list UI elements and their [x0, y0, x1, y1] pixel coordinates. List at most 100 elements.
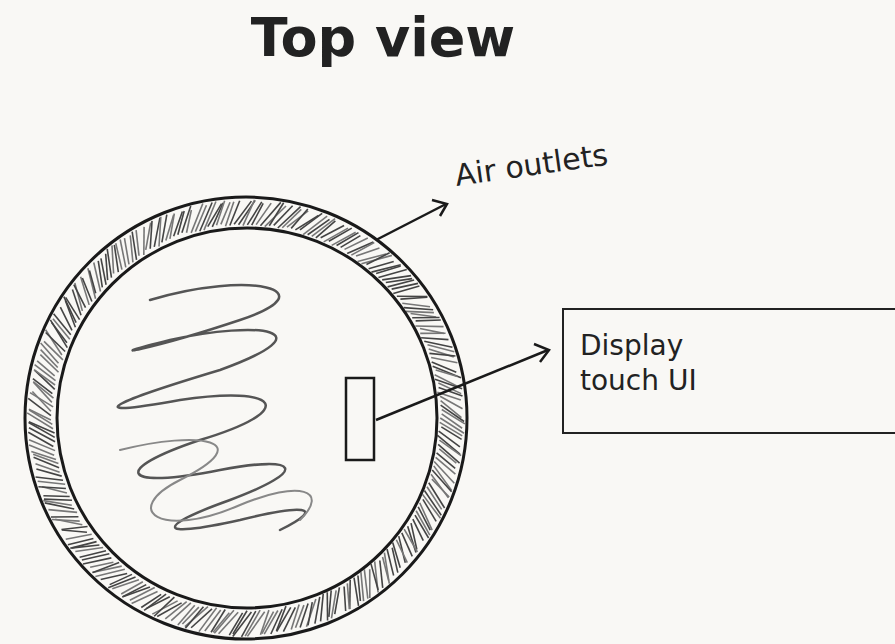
hatch-stroke: [371, 564, 378, 590]
hatch-stroke: [402, 303, 430, 306]
hatch-stroke: [64, 297, 76, 323]
hatch-stroke: [226, 202, 234, 226]
hatch-stroke: [321, 594, 324, 621]
hatch-stroke: [356, 248, 379, 256]
hatch-stroke: [296, 605, 304, 628]
hatch-stroke: [431, 357, 457, 362]
hatch-stroke: [416, 319, 441, 321]
hatch-stroke: [380, 560, 383, 587]
hatch-stroke: [411, 314, 437, 317]
hatch-stroke: [38, 481, 65, 484]
display-panel: [346, 378, 374, 460]
hatch-stroke: [136, 230, 139, 256]
hatch-stroke: [36, 477, 63, 480]
hatch-stroke: [124, 238, 129, 264]
hatch-stroke: [393, 286, 419, 293]
hatch-stroke: [66, 297, 80, 319]
hatch-stroke: [44, 499, 72, 500]
hatch-stroke: [217, 201, 225, 226]
hatch-stroke: [35, 464, 59, 472]
hatch-stroke: [36, 469, 61, 476]
hatch-stroke: [260, 610, 268, 635]
callout-box: Display touch UI: [562, 308, 895, 434]
hatch-stroke: [308, 219, 330, 234]
leader-line: [376, 350, 548, 420]
hatch-stroke: [101, 258, 106, 284]
hatch-stroke: [366, 253, 389, 265]
hatch-stroke: [29, 410, 52, 424]
hatch-stroke: [44, 341, 63, 360]
hatch-stroke: [154, 218, 160, 247]
hatch-stroke: [106, 254, 108, 280]
surface-scribble: [120, 440, 312, 521]
hatch-stroke: [324, 228, 348, 242]
hatch-stroke: [415, 325, 443, 327]
part-label: Air outlets: [453, 137, 610, 193]
hatch-stroke: [264, 611, 278, 635]
hatch-stroke: [404, 308, 433, 310]
hatch-stroke: [412, 317, 439, 319]
hatch-stroke: [436, 370, 458, 377]
hatch-stroke: [423, 499, 436, 521]
title: Top view: [0, 6, 766, 71]
hatch-stroke: [233, 611, 247, 634]
hatch-stroke: [347, 583, 349, 609]
hatch-stroke: [331, 590, 336, 618]
hatch-stroke: [431, 474, 448, 498]
hatch-stroke: [29, 409, 51, 420]
leader-arrowhead: [432, 200, 447, 216]
hatch-stroke: [439, 449, 456, 463]
hatch-stroke: [441, 427, 461, 439]
hatch-stroke: [38, 487, 66, 489]
hatch-stroke: [31, 451, 56, 459]
hatch-stroke: [90, 562, 113, 567]
hatch-stroke: [52, 520, 80, 522]
hatch-stroke: [33, 382, 53, 399]
hatch-stroke: [295, 215, 318, 229]
hatch-stroke: [341, 236, 361, 248]
hatch-stroke: [29, 445, 54, 455]
hatch-stroke: [344, 587, 346, 611]
hatch-stroke: [29, 423, 55, 438]
hatch-stroke: [40, 355, 58, 373]
hatch-stroke: [48, 510, 77, 513]
air-outlet-hatching: [27, 200, 465, 637]
hatch-stroke: [221, 202, 230, 224]
hatch-stroke: [404, 529, 417, 552]
hatch-stroke: [420, 332, 445, 334]
hatch-stroke: [143, 227, 145, 255]
hatch-stroke: [329, 590, 331, 617]
hatch-stroke: [308, 602, 312, 625]
hatch-stroke: [61, 526, 87, 529]
leader-arrowhead: [534, 344, 549, 362]
hatch-stroke: [43, 495, 69, 497]
hatch-stroke: [245, 610, 260, 636]
hatch-stroke: [361, 572, 364, 601]
hatch-stroke: [239, 200, 256, 224]
hatch-stroke: [421, 338, 448, 340]
hatch-stroke: [442, 414, 462, 428]
hatch-stroke: [429, 483, 445, 508]
hatch-stroke: [141, 594, 161, 607]
hatch-stroke: [43, 501, 72, 506]
hatch-stroke: [159, 217, 161, 247]
hatch-stroke: [383, 557, 389, 581]
hatch-stroke: [369, 569, 371, 598]
hatch-stroke: [400, 297, 427, 299]
hatch-stroke: [438, 444, 459, 463]
hatch-stroke: [75, 548, 103, 552]
hatch-stroke: [82, 554, 109, 560]
hatch-stroke: [37, 361, 55, 376]
hatch-stroke: [130, 235, 133, 262]
hatch-stroke: [230, 201, 240, 226]
hatch-stroke: [182, 206, 191, 233]
hatch-stroke: [66, 534, 92, 539]
hatch-stroke: [80, 551, 106, 557]
hatch-stroke: [326, 592, 328, 620]
hatch-stroke: [150, 221, 152, 249]
hatch-stroke: [332, 232, 356, 245]
hatch-stroke: [68, 539, 94, 545]
hatch-stroke: [434, 466, 452, 491]
hatch-stroke: [312, 219, 335, 237]
